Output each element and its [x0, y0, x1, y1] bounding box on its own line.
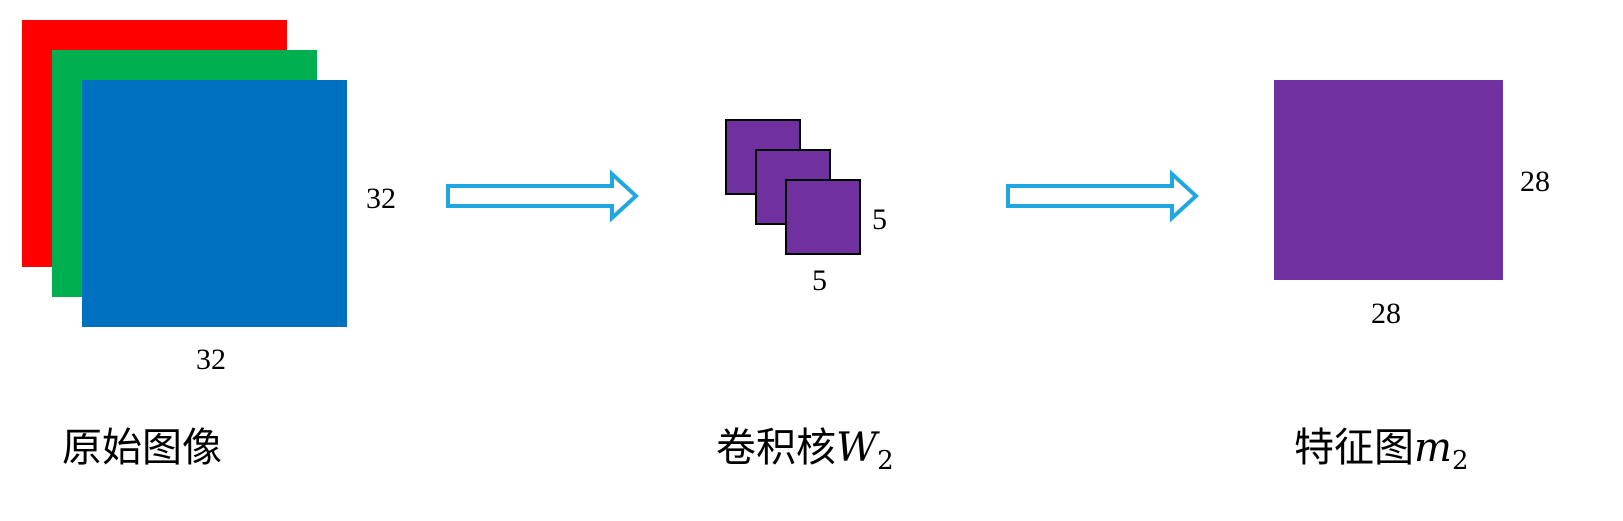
kernel-caption-subscript: 2 [877, 446, 894, 476]
blue-channel [82, 80, 347, 327]
feature-caption-text: 特征图 [1294, 425, 1414, 471]
input-to-kernel-arrow [446, 169, 639, 223]
kernel-to-feature-arrow [1006, 169, 1199, 223]
input-image-caption: 原始图像 [62, 425, 222, 471]
feature-height-label: 28 [1520, 165, 1550, 198]
feature-width-label: 28 [1371, 297, 1401, 330]
feature-map-caption: 特征图m2 [1294, 428, 1468, 474]
kernel-caption-text: 卷积核 [716, 425, 836, 471]
feature-caption-symbol: m [1414, 425, 1452, 471]
feature-caption-subscript: 2 [1451, 446, 1469, 476]
feature-map-square [1274, 80, 1503, 280]
input-height-label: 32 [366, 182, 396, 215]
kernel-height-label: 5 [872, 203, 887, 236]
kernel-square [785, 179, 861, 255]
kernel-caption-symbol: W [836, 425, 878, 471]
kernel-width-label: 5 [812, 264, 827, 297]
input-width-label: 32 [196, 343, 226, 376]
kernel-caption: 卷积核W2 [716, 428, 894, 474]
